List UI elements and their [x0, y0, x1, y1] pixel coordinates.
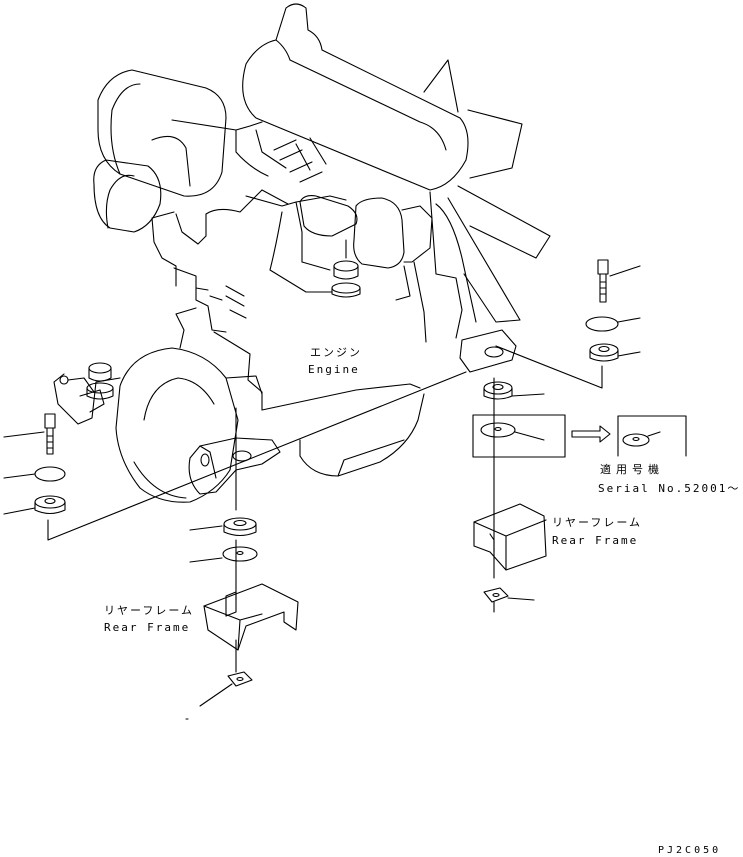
rear-frame-left-label-en: Rear Frame: [104, 621, 191, 634]
serial-label-jp: 適用号機: [600, 463, 664, 476]
left-hardware-stack: [3, 413, 66, 515]
center-hardware-stack: [185, 517, 299, 720]
engine-illustration: [53, 3, 551, 503]
rear-frame-right-label-en: Rear Frame: [552, 534, 639, 547]
rear-frame-right-label-jp: リヤーフレーム: [552, 516, 643, 529]
rear-frame-left-label-jp: リヤーフレーム: [104, 604, 195, 617]
engine-label-jp: エンジン: [310, 346, 362, 359]
engine-label-en: Engine: [308, 363, 360, 376]
right-hardware-stack: [472, 259, 687, 613]
serial-label-en: Serial No.52001～: [598, 482, 741, 495]
drawing-code: PJ2C050: [658, 845, 722, 856]
